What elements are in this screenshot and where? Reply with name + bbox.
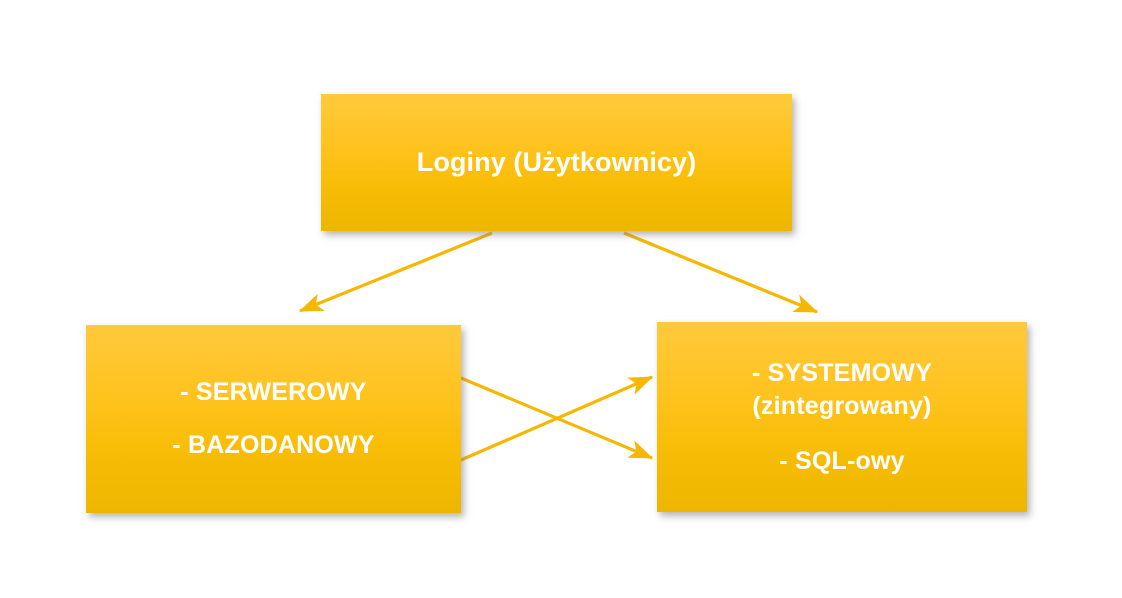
arrow-left-upper-to-right-lower <box>460 376 654 460</box>
node-loginy-uzytkownicy[interactable]: Loginy (Użytkownicy) <box>321 94 792 231</box>
node-top-title: Loginy (Użytkownicy) <box>416 147 697 177</box>
node-left-line-2: - BAZODANOWY <box>172 431 375 459</box>
arrow-top-to-left <box>298 231 493 313</box>
arrow-left-lower-to-right-upper <box>460 375 654 462</box>
node-systemowy-sql-owy[interactable]: - SYSTEMOWY (zintegrowany) - SQL-owy <box>657 322 1027 512</box>
node-left-line-1: - SERWEROWY <box>180 378 367 406</box>
node-right-line-2: (zintegrowany) <box>752 391 932 420</box>
node-right-line-3: - SQL-owy <box>779 446 905 475</box>
node-serwerowy-bazodanowy[interactable]: - SERWEROWY - BAZODANOWY <box>86 325 461 513</box>
node-right-line-1: - SYSTEMOWY <box>752 358 932 387</box>
arrow-top-to-right <box>623 231 819 314</box>
